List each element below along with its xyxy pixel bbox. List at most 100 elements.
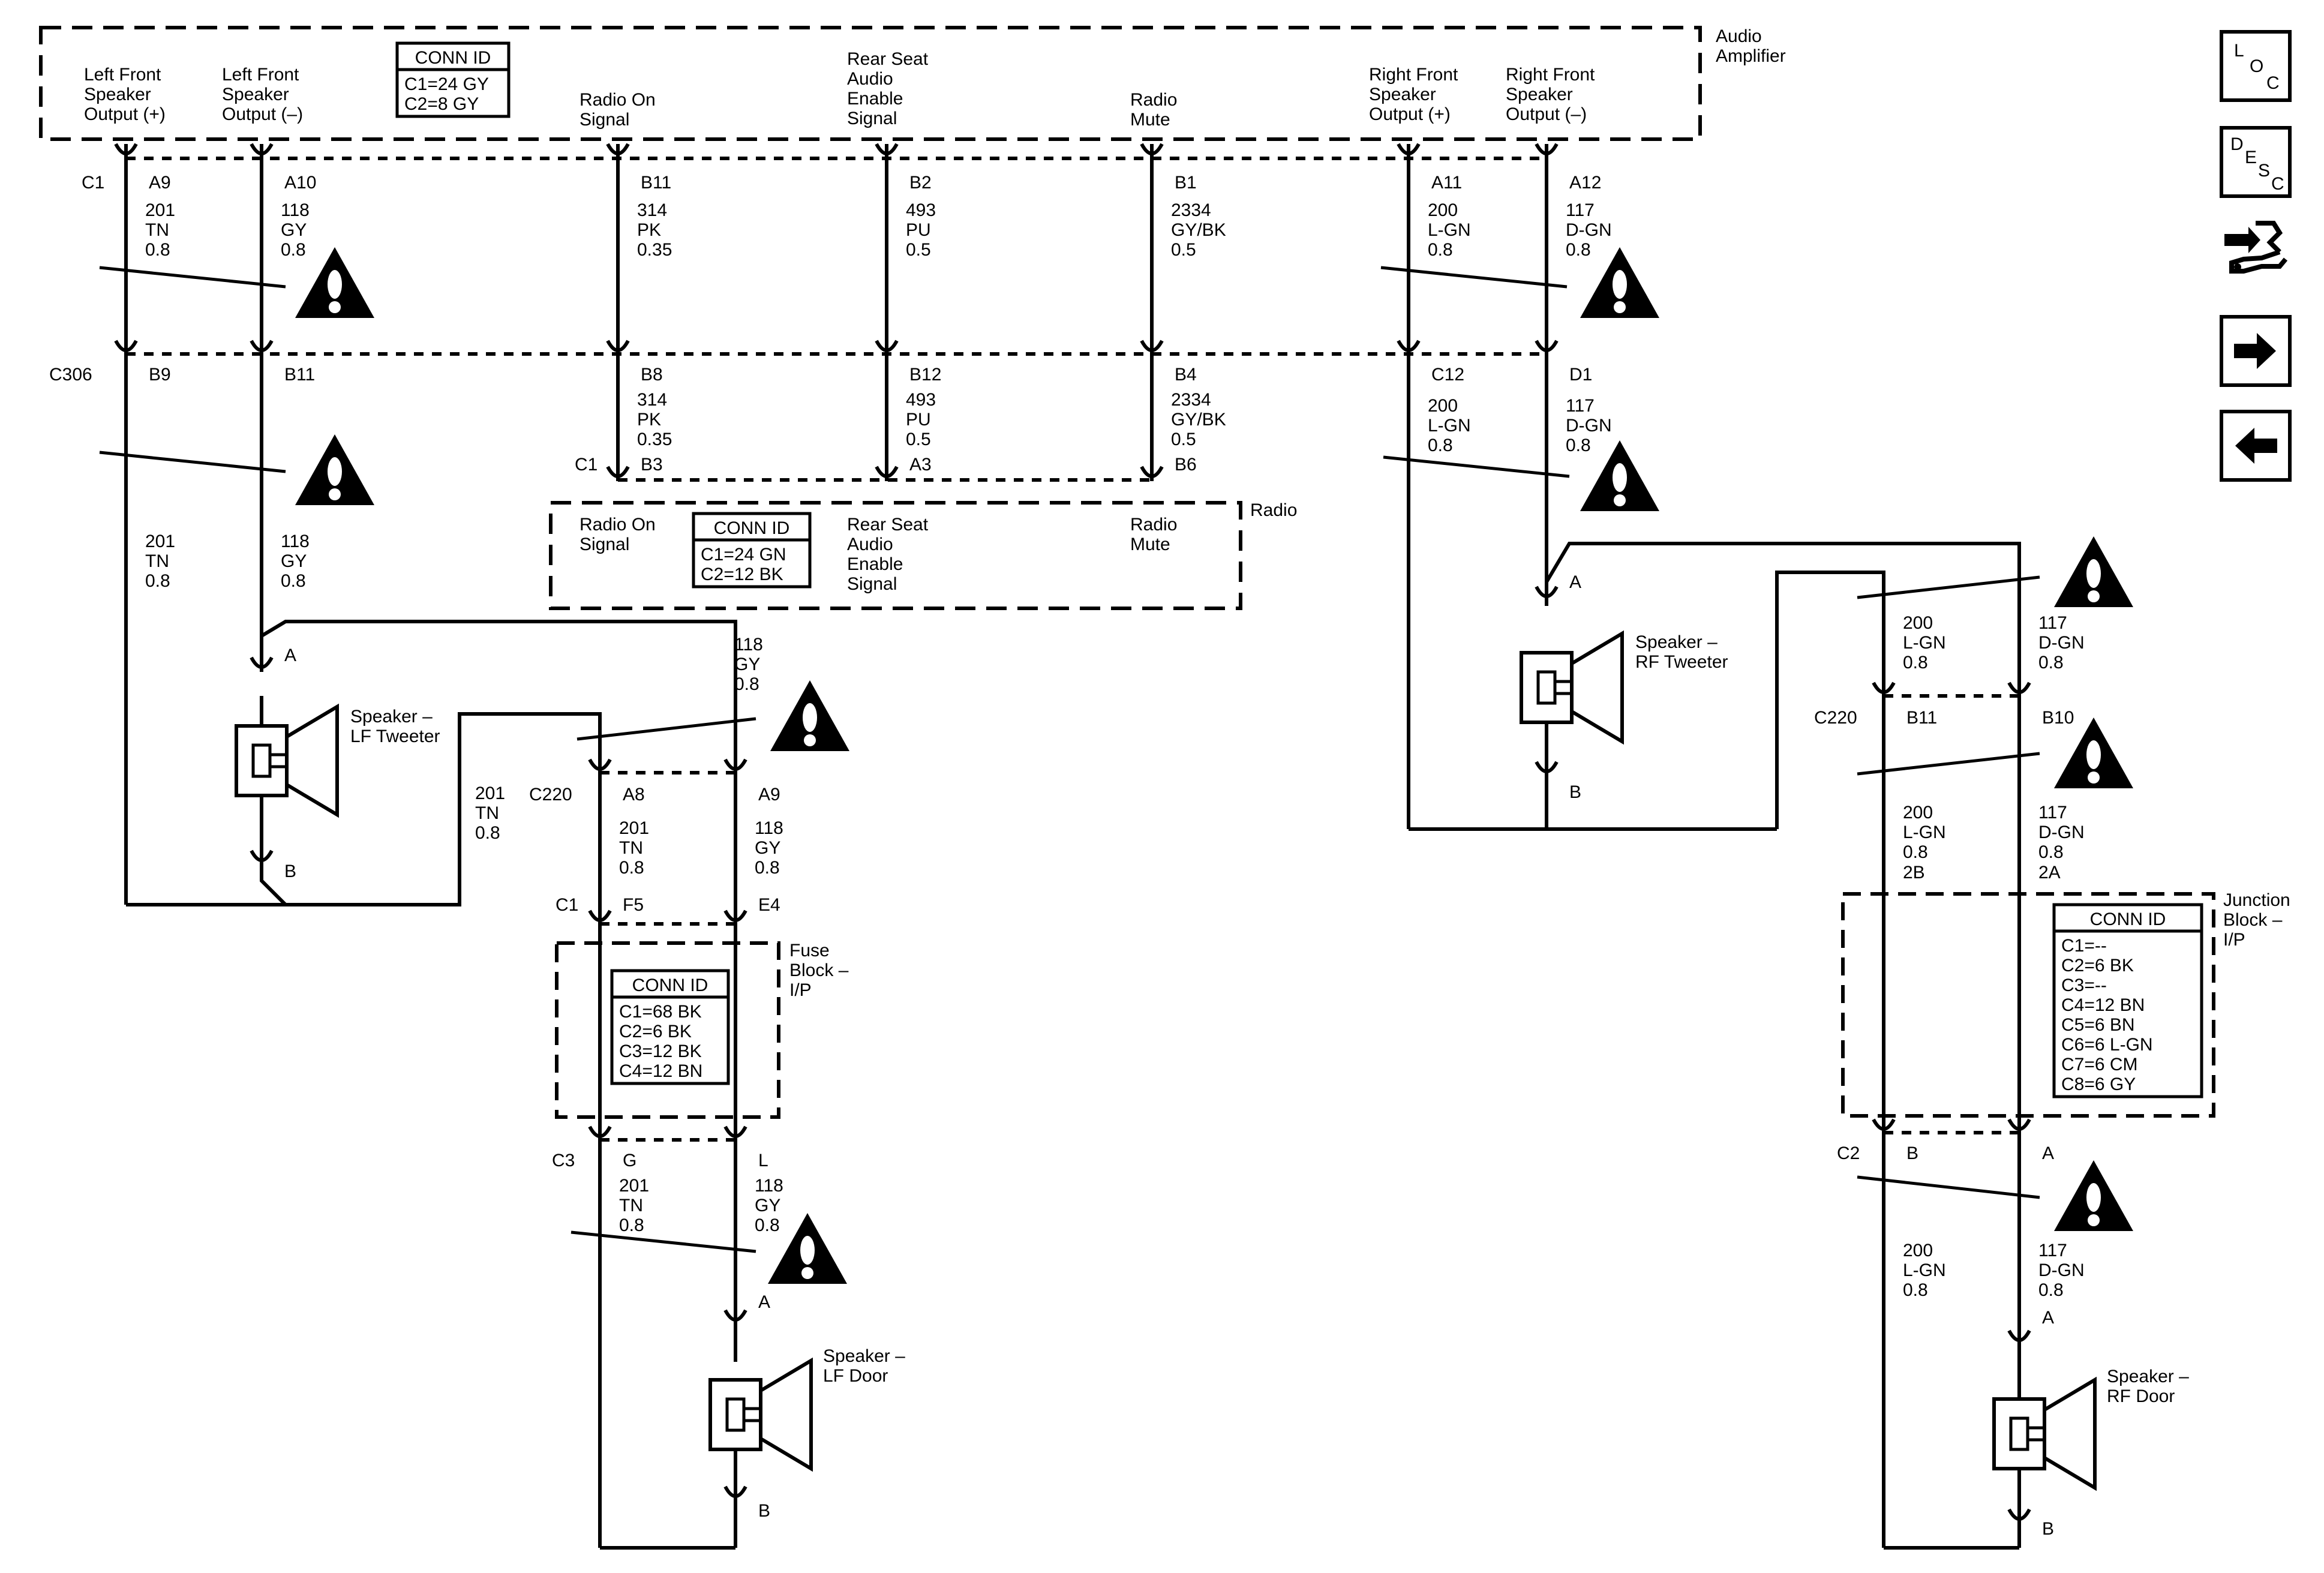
shield-slash-lf-mid [99,451,286,473]
junction-conn-id-line-6: C7=6 CM [2061,1055,2138,1074]
cup-fuse-f5 [588,909,612,922]
amp-pin-rear-seat-line-3: Signal [847,109,897,128]
label-w200-jb-line-0: 200 [1903,803,1933,822]
label-w200-rfd-line-0: 200 [1903,1241,1933,1260]
fuse-conn-id-line-1: C2=6 BK [619,1022,692,1041]
radio-pin-radio-mute-line-1: Mute [1130,535,1170,554]
pin-c306_c12: C12 [1431,365,1464,385]
desc-button[interactable]: D E S C [2220,126,2292,198]
cup-rfd-a [2007,1329,2031,1342]
desc-letter-d: D [2230,134,2244,154]
desc-letter-e: E [2245,148,2257,167]
cup-amp-e [1140,143,1164,155]
next-button[interactable] [2220,315,2292,387]
pin-rfd-a: A [2042,1308,2054,1328]
label-w117-rfd-line-0: 117 [2038,1241,2067,1260]
warning-icon-rft [2054,536,2133,607]
desc-letter-c: C [2271,174,2284,194]
warning-icon-door [768,1213,847,1284]
label-w117_top-line-0: 117 [1566,200,1595,220]
amp-pin-rear-seat-line-2: Enable [847,89,903,109]
label-w118-c220-line-0: 118 [755,818,783,838]
label-w201-lf-line-1: TN [145,551,169,571]
schematic-icon[interactable] [2220,216,2292,282]
cup-jb-a [2007,1118,2031,1131]
pin-amp_b1: B1 [1175,173,1197,193]
pin-jb-a: A [2042,1143,2054,1163]
connector-c220-left: C220 [529,785,572,804]
label-w117-rft-line-2: 0.8 [2038,653,2064,673]
amp-pin-lf-minus-line-0: Left Front [222,65,299,85]
amp-pin-rf-minus-line-0: Right Front [1506,65,1595,85]
connector-c220-right: C220 [1814,708,1857,728]
label-w200_top-line-0: 200 [1428,200,1458,220]
label-w200-rft-line-2: 0.8 [1903,653,1928,673]
lf-tweeter-speaker [236,707,337,815]
pin-rft-a: A [1569,572,1581,592]
fuse-conn-id-line-3: C4=12 BN [619,1061,702,1081]
cup-c306-d [875,340,899,352]
loc-button[interactable]: L O C [2220,30,2292,102]
label-w314-mid-line-1: PK [637,410,661,430]
label-lf-door-line-0: Speaker – [823,1346,905,1366]
label-w201-loop-line-1: TN [475,803,499,823]
label-w201_top-line-0: 201 [145,200,175,220]
amp-pin-lf-minus-line-2: Output (–) [222,104,303,124]
amp-pin-rf-plus-line-0: Right Front [1369,65,1458,85]
fuse-block-label-line-2: I/P [789,980,812,1000]
pin-jb-b: B [1906,1143,1918,1163]
label-w2334-mid-line-1: GY/BK [1171,410,1226,430]
label-w117_top-line-2: 0.8 [1566,240,1591,260]
label-w117-rft-line-1: D-GN [2038,633,2085,653]
label-w118-right-line-0: 118 [734,635,763,655]
junction-conn-id-line-4: C5=6 BN [2061,1015,2135,1035]
label-w2334_top-line-1: GY/BK [1171,220,1226,240]
cup-amp-d [875,143,899,155]
label-w200-rfd-line-1: L-GN [1903,1260,1946,1280]
label-w314-mid-line-2: 0.35 [637,430,672,449]
prev-button[interactable] [2220,410,2292,482]
label-w200_top-line-2: 0.8 [1428,240,1453,260]
cup-c306-c [606,340,630,352]
radio-conn-id-title: CONN ID [714,518,790,538]
pin-lft-b: B [284,861,296,881]
amp-pin-lf-plus-line-2: Output (+) [84,104,166,124]
pin-amp_a12: A12 [1569,173,1601,193]
cup-fuse-l [723,1125,747,1138]
shield-slash-rf-mid [1383,455,1570,478]
pin-c220-a9: A9 [758,785,780,804]
label-w200-rft-line-0: 200 [1903,613,1933,633]
shield-slash-rfd [1857,1175,2040,1199]
pin-amp_b11: B11 [641,173,671,193]
desc-letter-s: S [2258,161,2271,181]
pin-fuse-g: G [623,1151,636,1170]
label-w117-rfd-line-2: 0.8 [2038,1280,2064,1300]
label-w117-rfd-line-1: D-GN [2038,1260,2085,1280]
label-w117-jb-line-1: D-GN [2038,822,2085,842]
amp-pin-rf-plus-line-2: Output (+) [1369,104,1451,124]
cup-c306-g [1535,340,1559,352]
cup-c306-b [250,340,274,352]
arrow-left-icon [2235,428,2277,464]
radio-box [549,501,1242,610]
junction-block-label-line-0: Junction [2223,890,2290,910]
radio-pin-radio-on-line-0: Radio On [580,515,656,535]
wire-layer [39,26,2215,1550]
warning-icon-jb [2054,718,2133,788]
label-w118-c220-line-2: 0.8 [755,858,780,878]
warning-icon-lf-top [295,247,374,318]
radio-pin-rear-seat-line-1: Audio [847,535,893,554]
label-w118-door-line-0: 118 [755,1176,783,1196]
fuse-conn-id-line-2: C3=12 BK [619,1041,702,1061]
label-w118_top-line-2: 0.8 [281,240,306,260]
amp-conn-id-title: CONN ID [415,48,491,68]
radio-conn-id-line-0: C1=24 GN [701,545,786,565]
connector-fuse-c3: C3 [552,1151,575,1170]
shield-slash-lf-top [99,266,286,289]
cup-lft-b [250,849,274,862]
label-w117-mid-line-1: D-GN [1566,416,1612,436]
cup-fuse-e4 [723,909,747,922]
label-w314-mid-line-0: 314 [637,390,667,410]
label-w200-rft-line-1: L-GN [1903,633,1946,653]
label-rf-tweeter-line-1: RF Tweeter [1635,652,1728,672]
